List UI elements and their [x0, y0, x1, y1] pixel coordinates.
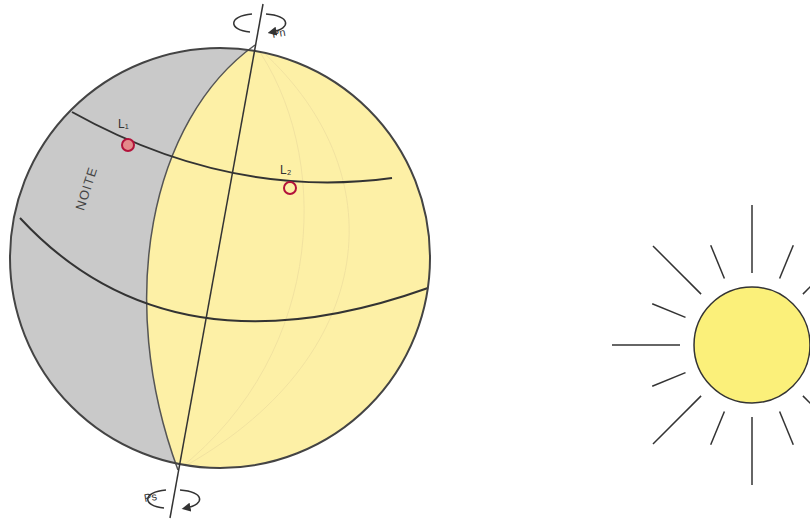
equator-line — [20, 218, 428, 321]
sun-ray — [803, 396, 810, 444]
location-label: L₂ — [280, 164, 291, 176]
sun-ray — [653, 396, 701, 444]
sun — [612, 205, 810, 485]
rotation-axis — [170, 4, 263, 518]
rotation-arrow — [180, 490, 200, 508]
sun-ray — [652, 373, 685, 387]
sun-ray — [751, 205, 753, 273]
terminator-line — [147, 45, 255, 470]
sun-ray — [711, 412, 725, 445]
sun-ray — [803, 246, 810, 294]
sun-ray — [780, 412, 794, 445]
night-side — [0, 40, 255, 470]
location-point — [122, 139, 134, 151]
rotation-arrow — [234, 14, 252, 32]
sun-ray — [711, 245, 725, 278]
sun-ray — [780, 245, 794, 278]
pole-label: Ps — [143, 491, 158, 504]
globe-outline — [10, 48, 430, 468]
sun-ray — [652, 304, 685, 318]
location-label: L₁ — [118, 118, 129, 130]
location-point — [284, 182, 296, 194]
sun-ray — [612, 344, 680, 346]
sun-ray — [751, 417, 753, 485]
pole-label: Pn — [271, 27, 286, 40]
sun-ray — [653, 246, 701, 294]
